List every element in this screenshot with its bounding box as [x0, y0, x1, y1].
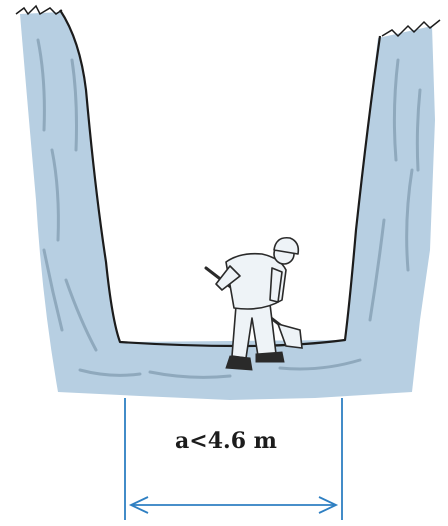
- worker-figure: [204, 236, 303, 371]
- shovel-blade-icon: [276, 322, 303, 349]
- trench-width-label: a<4.6 m: [175, 428, 277, 454]
- soil-texture: [36, 38, 422, 379]
- dimension-arrow-right-icon: [318, 496, 339, 514]
- ground-tuft-left: [15, 4, 63, 16]
- trench-edge: [59, 9, 382, 348]
- worker-boots: [225, 351, 285, 371]
- hard-hat-icon: [273, 236, 300, 255]
- dimension-arrow-left-icon: [128, 496, 149, 514]
- ground-tuft-right: [381, 19, 441, 38]
- worker-arms: [215, 265, 283, 303]
- trench-soil: [20, 12, 435, 400]
